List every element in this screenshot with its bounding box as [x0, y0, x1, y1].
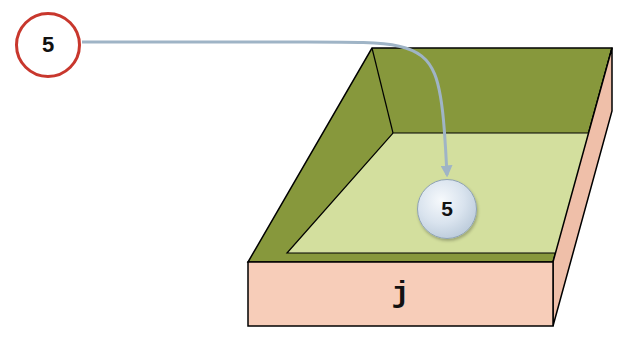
tray-side-face [553, 48, 612, 326]
value-circle: 5 [15, 12, 81, 78]
value-number: 5 [441, 197, 453, 221]
variable-name: j [391, 277, 409, 311]
value-ball: 5 [417, 179, 477, 239]
variable-box: j5 [247, 47, 619, 329]
tray-edge [372, 48, 393, 133]
tray-floor [287, 133, 589, 253]
tray-rim [248, 48, 612, 262]
tray-front-face [248, 262, 553, 326]
front-label-area: j [248, 262, 553, 326]
value-number: 5 [42, 32, 54, 58]
